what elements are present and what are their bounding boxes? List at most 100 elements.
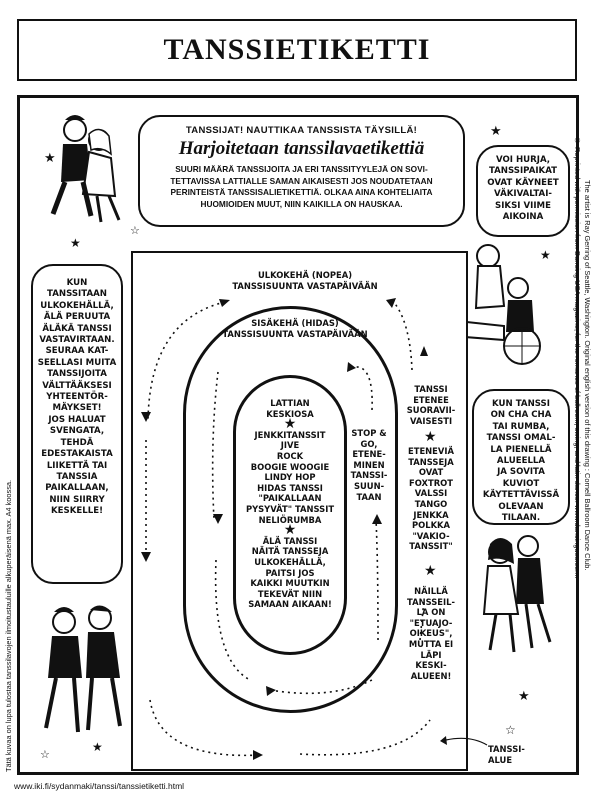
bubble-line: OVAT KÄYNEET [487, 177, 559, 188]
label-line: VALSSI [414, 488, 448, 499]
bubble-line: VÄLTTÄÄKSESI [42, 380, 112, 391]
bubble-line: KUN [66, 278, 88, 288]
label-line: MUTTA EI [408, 638, 454, 649]
footer-url[interactable]: www.iki.fi/sydanmaki/tanssi/tanssietiket… [14, 781, 185, 791]
couple-dancing-left-illustration [44, 605, 122, 733]
label-line: ALUEEN! [410, 670, 452, 681]
star-icon: ★ [424, 562, 437, 578]
label-line: VAISESTI [409, 415, 453, 426]
bubble-line: SEURAA KAT- [45, 346, 109, 357]
copyright-note: © Reprinted with permission from Dancing… [573, 136, 582, 579]
right-of-way-text: NÄILLÄ TANSSEIL- LA ON "ETUAJO- OIKEUS",… [398, 586, 464, 681]
intro-line: HUOMIOIDEN MUUT, NIIN KAIKILLA ON HAUSKA… [200, 198, 403, 209]
label-line: OVAT [418, 467, 444, 478]
bubble-line: KESKELLE! [51, 506, 103, 517]
center-area-text: LATTIAN KESKIOSA ★ JENKKITANSSIT JIVE RO… [233, 398, 347, 610]
intro-line: SUURI MÄÄRÄ TANSSIJOITA JA ERI TANSSITYY… [175, 164, 428, 174]
intro-subtitle: Harjoitetaan tanssilavaetikettiä [178, 138, 425, 159]
label-line: TANSSISUUNTA VASTAPÄIVÄÄN [222, 328, 368, 339]
label-line: ETENE- [352, 449, 386, 460]
star-icon: ★ [92, 740, 103, 754]
label-line: OIKEUS", [409, 628, 453, 639]
warning-line: ULKOKEHÄLLÄ, [254, 556, 326, 567]
dance-zone-label: TANSSI- ALUE [488, 744, 538, 765]
star-icon: ★ [70, 236, 81, 250]
label-line: SUORAVII- [406, 405, 456, 416]
bubble-line: KUN TANSSI [492, 399, 550, 409]
bubble-line: YHTEENTÖR- [46, 392, 108, 403]
bubble-line: TEHDÄ [60, 437, 94, 448]
bubble-line: SIKSI VIIME [495, 200, 551, 211]
warning-line: KAIKKI MUUTKIN [250, 578, 330, 589]
star-icon: ★ [490, 123, 502, 138]
forward-text: TANSSI ETENEE SUORAVII- VAISESTI [398, 384, 464, 426]
label-line: "VAKIO- [412, 530, 450, 541]
inner-ring-label: SISÄKEHÄ (HIDAS) TANSSISUUNTA VASTAPÄIVÄ… [220, 318, 370, 339]
star-icon: ★ [518, 688, 530, 703]
label-line: ULKOKEHÄ (NOPEA) [257, 270, 353, 280]
warning-line: ÄLÄ TANSSI [262, 535, 318, 546]
label-line: TANSSISUUNTA VASTAPÄIVÄÄN [232, 280, 378, 291]
intro-line: TETTAVISSA LATTIALLE SAMAN AIKAISESTI JO… [170, 175, 433, 186]
dance-item: LINDY HOP [264, 472, 316, 483]
bubble-line: KÄYTETTÄVISSÄ [482, 490, 560, 501]
bubble-line: OLEVAAN [498, 501, 544, 512]
label-line: TAAN [356, 491, 382, 502]
warning-line: TEKEVÄT NIIN [257, 588, 323, 599]
bubble-line: TANSSIPAIKAT [488, 166, 558, 177]
label-line: TANSSEJA [408, 456, 454, 467]
bubble-line: AIKOINA [502, 212, 544, 223]
crashed-speech-bubble: VOI HURJA, TANSSIPAIKAT OVAT KÄYNEET VÄK… [476, 145, 570, 237]
label-line: TANSSI- [350, 470, 388, 481]
label-line: TANSSEIL- [407, 596, 455, 607]
bubble-line: LA PIENELLÄ [490, 444, 552, 455]
bubble-line: ALUEELLA [496, 456, 546, 467]
artist-credit-note: The artist is Ray Gerring of Seattle, Wa… [583, 180, 592, 571]
bubble-line: SVENGATA, [49, 426, 105, 437]
warning-line: NÄITÄ TANSSEJA [251, 546, 329, 557]
label-line: ETENEVIÄ [408, 446, 454, 456]
bubble-line: TANSSITAAN [47, 289, 107, 300]
intro-speech-bubble: TANSSIJAT! NAUTTIKAA TANSSISTA TÄYSILLÄ!… [138, 115, 465, 227]
progressive-dances-text: ETENEVIÄ TANSSEJA OVAT FOXTROT VALSSI TA… [398, 446, 464, 552]
label-line: ETENEE [413, 394, 449, 405]
label-line: TANSSI [414, 384, 448, 394]
bubble-line: TAI RUMBA, [492, 421, 550, 432]
center-title-line: LATTIAN [270, 398, 310, 408]
label-line: TANSSIT" [409, 541, 453, 552]
bubble-line: MÄYKSET! [52, 403, 102, 414]
label-line: TANGO [414, 498, 448, 509]
dance-item: JIVE [280, 440, 300, 451]
label-line: FOXTROT [409, 477, 453, 488]
dance-item: JENKKITANSSIT [254, 429, 326, 440]
outer-ring-rules-bubble: KUN TANSSITAAN ULKOKEHÄLLÄ, ÄLÄ PERUUTA … [31, 264, 123, 584]
bubble-line: ON CHA CHA [490, 410, 552, 421]
label-line: KESKI- [415, 660, 447, 671]
bubble-line: ÄLÄKÄ TANSSI [42, 323, 112, 334]
poster-frame [17, 95, 579, 775]
dance-item: "PAIKALLAAN [258, 493, 322, 504]
page-title: TANSSIETIKETTI [17, 19, 577, 81]
label-line: LA ON [416, 607, 446, 618]
dance-item: BOOGIE WOOGIE [250, 461, 330, 472]
bubble-line: EDESTAKAISTA [41, 449, 113, 460]
bubble-line: NIIN SIIRRY [49, 494, 105, 505]
dance-item: ROCK [276, 450, 304, 461]
small-area-dances-bubble: KUN TANSSI ON CHA CHA TAI RUMBA, TANSSI … [472, 389, 570, 525]
dance-item: PYSYVÄT" TANSSIT [245, 503, 335, 514]
bubble-line: JA SOVITA [497, 467, 545, 478]
bubble-line: ÄLÄ PERUUTA [43, 312, 111, 323]
center-area [233, 375, 347, 655]
bubble-line: KUVIOT [502, 478, 540, 489]
bubble-line: SEELLASI MUITA [37, 357, 117, 368]
couple-dancing-right-illustration [482, 535, 552, 653]
dance-item: HIDAS TANSSI [257, 482, 323, 493]
warning-line: SAMAAN AIKAAN! [248, 599, 332, 610]
bubble-line: TILAAN. [501, 513, 541, 524]
intro-body: SUURI MÄÄRÄ TANSSIJOITA JA ERI TANSSITYY… [146, 164, 457, 210]
center-title-line: KESKIOSA [266, 408, 314, 419]
star-icon: ★ [424, 428, 437, 444]
label-line: TANSSI- [488, 744, 525, 754]
star-icon: ☆ [40, 749, 50, 761]
bubble-line: PAIKALLAAN, [45, 483, 109, 494]
